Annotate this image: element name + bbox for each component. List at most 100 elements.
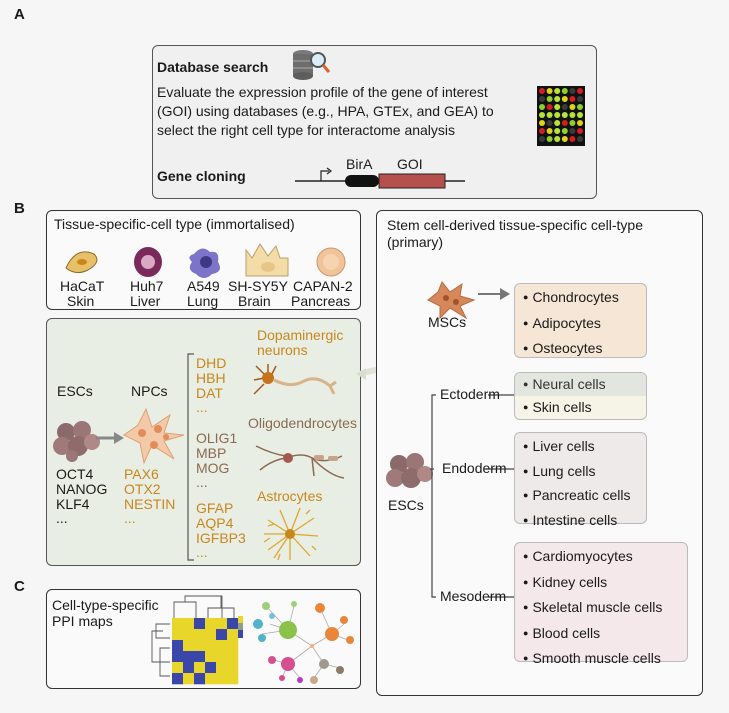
oligo-marker-4: ... bbox=[196, 474, 208, 490]
esc-marker-2: NANOG bbox=[56, 481, 108, 497]
heatmap-grid-dot bbox=[577, 136, 583, 142]
heatmap-colorbar bbox=[238, 616, 243, 638]
msc-cell-osteocytes: Osteocytes bbox=[523, 337, 646, 363]
cell-line-tissue-huh7: Liver bbox=[130, 293, 161, 309]
gene-cloning-title: Gene cloning bbox=[157, 168, 246, 184]
heatmap-cell bbox=[205, 640, 217, 652]
npc-label: NPCs bbox=[131, 383, 168, 399]
heatmap-grid-dot bbox=[554, 136, 561, 142]
oligodendrocyte-icon bbox=[255, 445, 345, 479]
heatmap-grid-dot bbox=[561, 128, 568, 134]
ppi-network-icon bbox=[253, 601, 354, 684]
meso-cell-smooth-muscle: Smooth muscle cells bbox=[523, 647, 687, 673]
heatmap-cell bbox=[216, 662, 228, 674]
heatmap-cell bbox=[172, 662, 184, 674]
msc-arrow bbox=[478, 288, 510, 300]
oligo-marker-1: OLIG1 bbox=[196, 430, 238, 446]
heatmap-grid-dot bbox=[554, 104, 561, 110]
cell-line-name-a549: A549 bbox=[187, 278, 220, 294]
mesoderm-cells-box: Cardiomyocytes Kidney cells Skeletal mus… bbox=[514, 542, 688, 666]
astro-marker-2: AQP4 bbox=[196, 515, 234, 531]
dopa-marker-1: DHD bbox=[196, 355, 227, 371]
heatmap-cell bbox=[183, 662, 195, 674]
heatmap-cell bbox=[227, 629, 239, 641]
heatmap-grid-dot bbox=[539, 112, 545, 118]
heatmap-grid-dot bbox=[561, 112, 568, 118]
heatmap-cell bbox=[227, 651, 239, 663]
heatmap-grid-dot bbox=[561, 104, 568, 110]
heatmap-grid-dot bbox=[569, 128, 576, 134]
heatmap-grid-dot bbox=[539, 104, 545, 110]
heatmap-grid-dot bbox=[546, 120, 553, 126]
heatmap-cell bbox=[172, 640, 184, 652]
heatmap-cell bbox=[183, 640, 195, 652]
heatmap-grid-background bbox=[537, 86, 585, 146]
ecto-cell-skin: Skin cells bbox=[523, 396, 646, 419]
astro-marker-3: IGFBP3 bbox=[196, 530, 246, 546]
meso-cell-cardiomyocytes: Cardiomyocytes bbox=[523, 545, 687, 571]
heatmap-grid-dot bbox=[554, 88, 561, 94]
heatmap-cell bbox=[183, 629, 195, 641]
heatmap-grid-dot bbox=[569, 96, 576, 102]
heatmap-cell bbox=[216, 651, 228, 663]
heatmap-cell bbox=[194, 651, 206, 663]
esc2-label: ESCs bbox=[388, 497, 424, 513]
heatmap-grid-dot bbox=[561, 136, 568, 142]
stem-cell-title-2: (primary) bbox=[387, 234, 443, 250]
germ-layer-endoderm: Endoderm bbox=[442, 460, 507, 476]
msc-cell-adipocytes: Adipocytes bbox=[523, 312, 646, 338]
esc-marker-1: OCT4 bbox=[56, 466, 94, 482]
cell-line-name-hacat: HaCaT bbox=[60, 278, 105, 294]
astrocytes-title: Astrocytes bbox=[257, 488, 323, 504]
heatmap-cell bbox=[205, 651, 217, 663]
ppi-title-1: Cell-type-specific bbox=[52, 597, 159, 613]
heatmap-grid-dot bbox=[569, 112, 576, 118]
neural-cells-highlight: Neural cells bbox=[515, 373, 646, 396]
heatmap-grid-dot bbox=[577, 112, 583, 118]
heatmap-grid-dot bbox=[554, 120, 561, 126]
dopa-marker-3: DAT bbox=[196, 385, 223, 401]
heatmap-cell bbox=[227, 640, 239, 652]
heatmap-cell bbox=[205, 618, 217, 630]
msc-cluster-icon bbox=[427, 281, 476, 320]
astro-marker-4: ... bbox=[196, 544, 208, 560]
heatmap-cell bbox=[194, 629, 206, 641]
immortalised-title: Tissue-specific-cell type (immortalised) bbox=[54, 216, 295, 232]
npc-marker-3: NESTIN bbox=[124, 496, 176, 512]
heatmap-grid-dot bbox=[577, 96, 583, 102]
stem-cell-title-1: Stem cell-derived tissue-specific cell-t… bbox=[387, 217, 643, 233]
msc-cell-chondrocytes: Chondrocytes bbox=[523, 286, 646, 312]
correlation-heatmap bbox=[172, 618, 239, 685]
heatmap-grid-dot bbox=[577, 128, 583, 134]
heatmap-cell bbox=[194, 673, 206, 685]
endo-cell-intestine: Intestine cells bbox=[523, 509, 646, 534]
npc-marker-2: OTX2 bbox=[124, 481, 161, 497]
gene-construct-diagram bbox=[295, 167, 465, 189]
heatmap-grid-dot bbox=[546, 128, 553, 134]
dopa-marker-4: ... bbox=[196, 399, 208, 415]
dendrogram-icon bbox=[151, 595, 235, 677]
heatmap-cell bbox=[216, 673, 228, 685]
esc-to-npc-arrow bbox=[96, 432, 124, 444]
cell-line-tissue-a549: Lung bbox=[187, 293, 219, 309]
heatmap-grid-dot bbox=[577, 120, 583, 126]
heatmap-cell bbox=[194, 618, 206, 630]
heatmap-grid-dot bbox=[539, 120, 545, 126]
astro-marker-1: GFAP bbox=[196, 500, 234, 516]
dopaminergic-title-2: neurons bbox=[257, 342, 308, 358]
heatmap-cell bbox=[194, 662, 206, 674]
db-text-line-2: (GOI) using databases (e.g., HPA, GTEx, … bbox=[157, 103, 494, 119]
heatmap-cell bbox=[216, 618, 228, 630]
heatmap-cell bbox=[183, 673, 195, 685]
germ-layer-ectoderm: Ectoderm bbox=[440, 386, 500, 402]
heatmap-cell bbox=[216, 640, 228, 652]
birA-label: BirA bbox=[346, 156, 373, 172]
heatmap-cell bbox=[227, 673, 239, 685]
lineage-bracket bbox=[187, 353, 194, 561]
heatmap-cell bbox=[216, 629, 228, 641]
panel-b-letter: B bbox=[14, 200, 25, 217]
ectoderm-cells-box: Neural cells Skin cells bbox=[514, 372, 647, 420]
shsy5y-cell-icon bbox=[245, 243, 289, 277]
neural-differentiation-box bbox=[46, 318, 361, 566]
meso-cell-kidney: Kidney cells bbox=[523, 571, 687, 597]
